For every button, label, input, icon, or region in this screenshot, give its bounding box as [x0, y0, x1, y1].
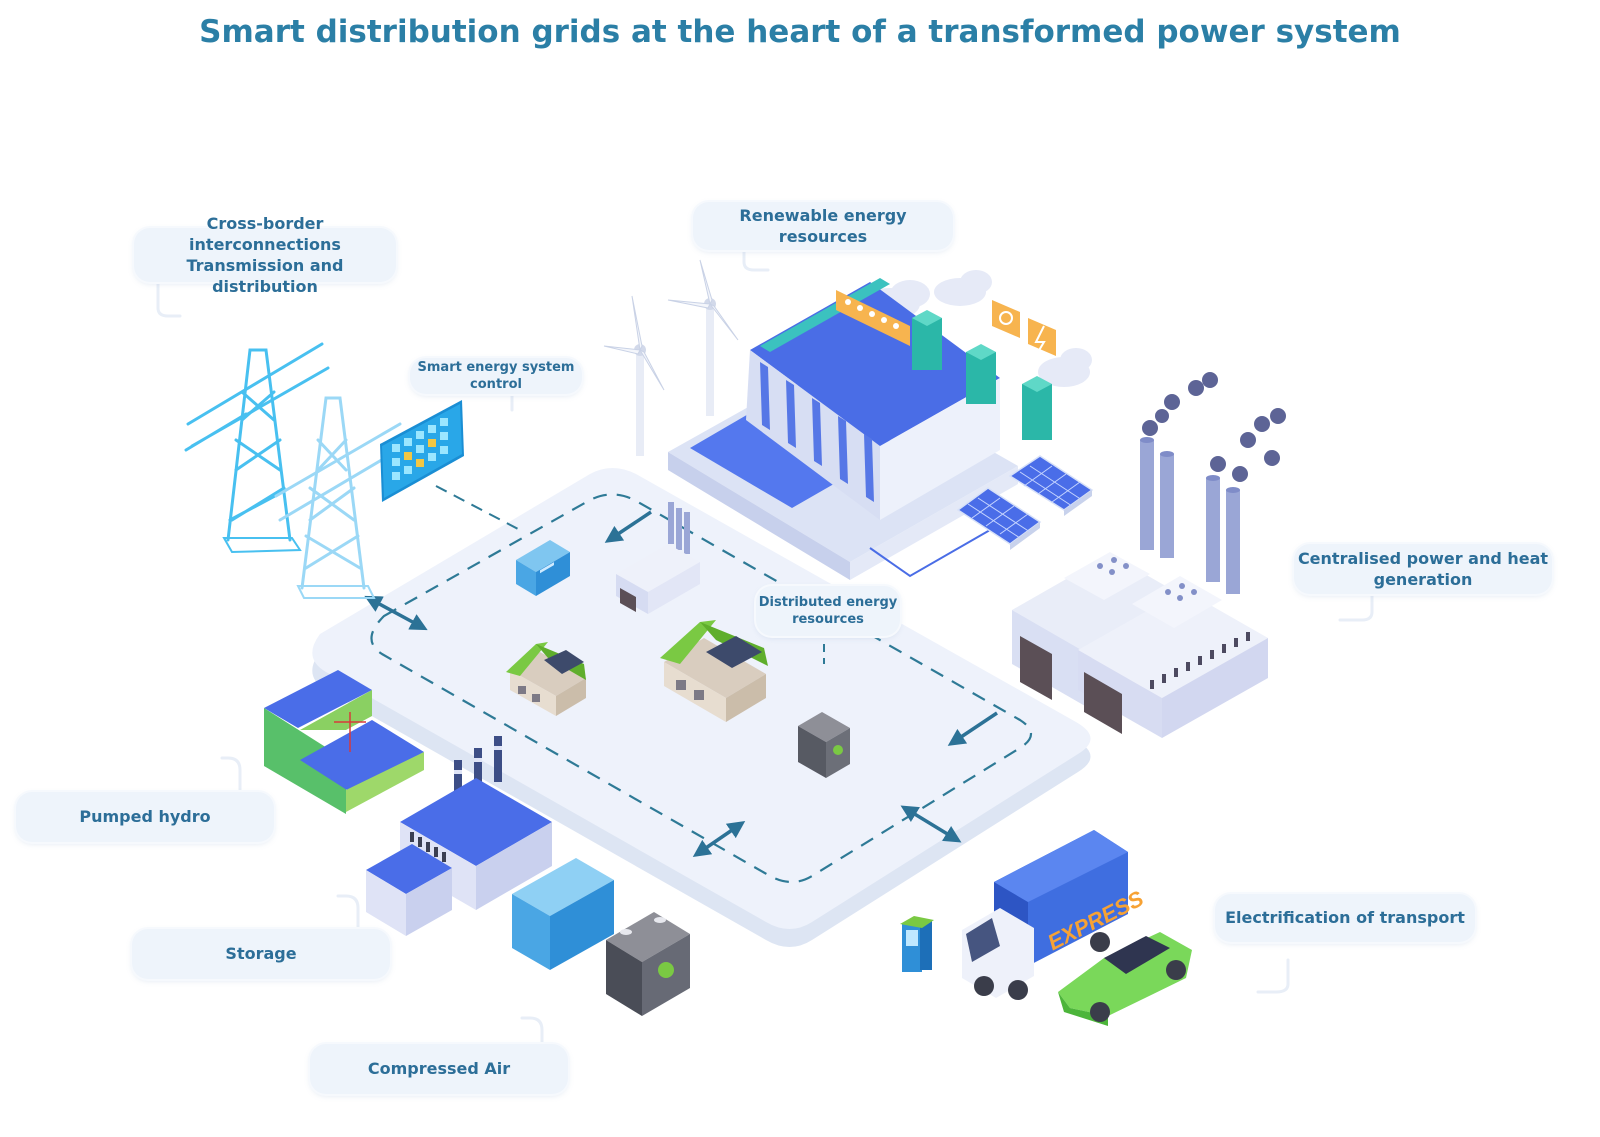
callout-storage-line1: Storage: [225, 944, 297, 964]
callout-centralised-line2: generation: [1373, 570, 1473, 589]
callout-cross-border-line2: Transmission and distribution: [186, 256, 344, 297]
callout-distributed-line1: Distributed energy: [758, 594, 898, 610]
clouds: [860, 270, 1092, 387]
callout-distributed-line2: resources: [792, 612, 864, 627]
hydro-dam: [668, 278, 1018, 580]
callout-centralised-line1: Centralised power and heat: [1297, 548, 1549, 568]
stack-2: [966, 344, 996, 404]
tower-front: [184, 342, 330, 554]
storage-plant: [366, 736, 552, 936]
callout-smart-control-line2: control: [470, 377, 522, 392]
lightning-icon: [1028, 318, 1056, 356]
charging-station: [900, 916, 934, 972]
callout-storage: Storage: [132, 929, 390, 979]
compressed-air-storage: [512, 858, 690, 1016]
callout-renewable: Renewable energy resources: [693, 202, 953, 250]
platform-battery: [798, 712, 850, 778]
callout-cross-border: Cross-border interconnections Transmissi…: [134, 214, 396, 296]
flow-arrows: [364, 510, 998, 857]
callout-transport-line1: Electrification of transport: [1225, 908, 1465, 928]
house-small: [506, 642, 586, 716]
flow-arrow-5: [900, 805, 962, 843]
renewable-stacks: [836, 290, 1056, 440]
stack-1: [912, 310, 942, 370]
callout-smart-control: Smart energy system control: [410, 358, 582, 394]
stack-3: [1022, 376, 1052, 440]
battery-charge-icon: [658, 962, 674, 978]
solar-panels: [956, 455, 1094, 550]
callout-transport: Electrification of transport: [1215, 894, 1475, 942]
grid-cabinet: [516, 540, 570, 596]
callout-distributed: Distributed energy resources: [756, 586, 900, 636]
smoke: [1142, 372, 1286, 482]
wind-turbines: [603, 259, 739, 456]
callout-smart-control-line1: Smart energy system: [417, 359, 575, 375]
central-power-plant: [1012, 372, 1286, 738]
transport-group: EXPRESS: [900, 830, 1192, 1026]
callout-renewable-line1: Renewable energy resources: [739, 205, 907, 246]
flow-arrow-2: [947, 711, 998, 746]
transmission-towers: [184, 342, 404, 599]
page-title: Smart distribution grids at the heart of…: [199, 14, 1401, 50]
callout-centralised: Centralised power and heat generation: [1294, 544, 1552, 594]
callout-compressed-air: Compressed Air: [310, 1044, 568, 1094]
flow-arrow-1: [604, 510, 652, 543]
flow-arrow-3: [364, 595, 428, 631]
callout-connectors: [156, 250, 1374, 1052]
express-truck: EXPRESS: [962, 830, 1148, 1000]
recycle-icon: [992, 300, 1020, 338]
electric-car: [1058, 932, 1192, 1026]
battery-charge-icon: [833, 745, 843, 755]
pumped-hydro: [264, 670, 424, 814]
callout-pumped-hydro: Pumped hydro: [16, 792, 274, 842]
house-large: [660, 620, 768, 722]
callout-cross-border-line1: Cross-border interconnections: [189, 213, 341, 254]
flow-arrow-4: [692, 821, 746, 857]
callout-compressed-air-line1: Compressed Air: [367, 1059, 511, 1079]
callout-pumped-hydro-line1: Pumped hydro: [79, 807, 211, 827]
platform-factory: [616, 502, 700, 614]
